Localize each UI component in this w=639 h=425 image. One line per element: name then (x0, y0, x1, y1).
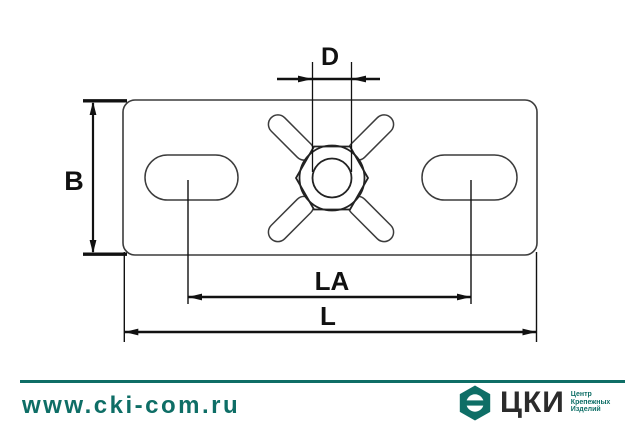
right-slot-hole (421, 154, 518, 201)
logo-abbreviation: ЦКИ (500, 386, 565, 419)
d-arrowhead-right (351, 75, 366, 83)
logo-tagline-line-3: Изделий (570, 406, 601, 413)
nut-hole-circle (311, 157, 353, 199)
la-dimension-label: LA (315, 266, 350, 296)
b-arrowhead-bottom (89, 240, 97, 254)
hex-nut-outline (294, 145, 370, 211)
d-dimension-label: D (321, 43, 339, 71)
la-arrowhead-right (457, 293, 471, 301)
footer-divider-rule (20, 380, 625, 383)
nut-chamfer-circle (298, 144, 366, 212)
la-arrowhead-left (188, 293, 202, 301)
l-arrowhead-left (124, 328, 139, 336)
dimension-LA: LA (187, 180, 472, 304)
left-slot-hole (144, 154, 239, 201)
d-arrowhead-left (298, 75, 313, 83)
hex-nut-logo-icon (459, 385, 491, 421)
logo-slot-bar (466, 400, 484, 406)
logo-tagline: Центр Крепежных Изделий (571, 391, 611, 414)
website-url: www.cki-com.ru (22, 392, 241, 419)
company-logo: ЦКИ Центр Крепежных Изделий (458, 385, 610, 421)
dimension-L: L (123, 252, 538, 342)
l-arrowhead-right (522, 328, 537, 336)
l-dimension-label: L (320, 301, 336, 331)
plate-drawing: D B LA L (64, 43, 538, 342)
b-dimension-label: B (64, 166, 84, 196)
logo-tagline-line-1: Центр (570, 391, 592, 398)
b-arrowhead-top (89, 101, 97, 115)
dimension-D: D (277, 43, 380, 172)
logo-tagline-line-2: Крепежных (570, 398, 611, 406)
dimension-B: B (64, 99, 127, 256)
